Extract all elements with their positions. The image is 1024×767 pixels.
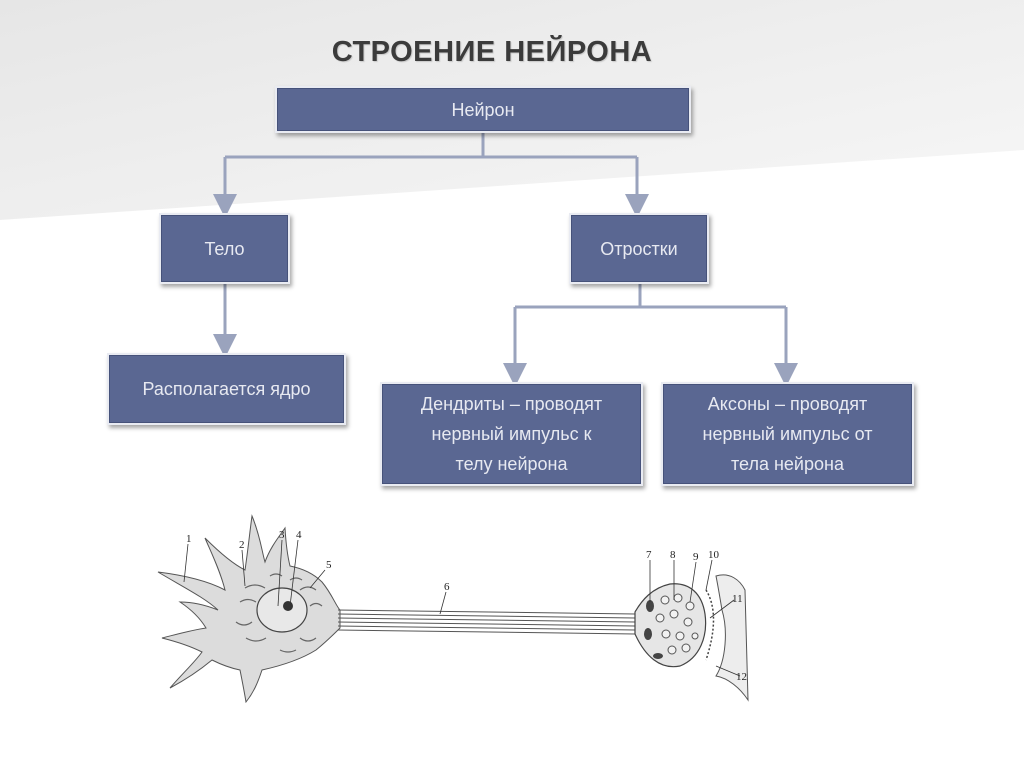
node-dendrites: Дендриты – проводят нервный импульс к те… bbox=[380, 382, 643, 486]
neuron-cell-body bbox=[157, 514, 341, 704]
node-axons-line-1: Аксоны – проводят bbox=[707, 394, 868, 414]
illustration-label-8: 8 bbox=[670, 549, 676, 561]
node-axons-line-3: тела нейрона bbox=[731, 454, 844, 474]
synaptic-vesicles bbox=[655, 593, 699, 655]
node-dendrites-line-3: телу нейрона bbox=[455, 454, 568, 474]
node-neuron-label: Нейрон bbox=[451, 99, 515, 120]
node-axons: Аксоны – проводят нервный импульс от тел… bbox=[661, 382, 914, 486]
postsynaptic-cell bbox=[715, 574, 749, 702]
node-nucleus: Располагается ядро bbox=[107, 353, 346, 425]
neuron-axon-terminal bbox=[634, 583, 707, 668]
node-dendrites-line-2: нервный импульс к bbox=[431, 424, 592, 444]
node-dendrites-line-1: Дендриты – проводят bbox=[420, 394, 603, 414]
neuron-axon bbox=[337, 609, 636, 635]
node-body: Тело bbox=[159, 213, 290, 284]
neuron-nucleolus bbox=[283, 601, 293, 611]
connector-root-split bbox=[225, 132, 637, 159]
illustration-label-4: 4 bbox=[296, 529, 302, 541]
illustration-label-12: 12 bbox=[736, 671, 747, 683]
illustration-label-10: 10 bbox=[708, 549, 720, 561]
connector-processes-split bbox=[515, 283, 786, 309]
node-body-label: Тело bbox=[204, 238, 245, 259]
synaptic-cleft bbox=[705, 589, 715, 661]
node-nucleus-label: Располагается ядро bbox=[142, 379, 311, 399]
node-neuron: Нейрон bbox=[275, 86, 691, 133]
illustration-label-1: 1 bbox=[186, 533, 192, 545]
illustration-label-6: 6 bbox=[444, 581, 450, 593]
node-processes-label: Отростки bbox=[600, 238, 678, 259]
neuron-nucleus bbox=[256, 587, 308, 633]
illustration-label-2: 2 bbox=[239, 539, 245, 551]
illustration-label-7: 7 bbox=[646, 549, 652, 561]
page-title: СТРОЕНИЕ НЕЙРОНА bbox=[331, 36, 653, 68]
illustration-label-11: 11 bbox=[732, 593, 743, 605]
illustration-label-3: 3 bbox=[279, 529, 285, 541]
node-processes: Отростки bbox=[569, 213, 709, 284]
illustration-label-9: 9 bbox=[693, 551, 699, 563]
neuron-illustration: 1 2 3 4 5 6 7 8 9 10 11 12 bbox=[157, 514, 749, 704]
illustration-label-5: 5 bbox=[326, 559, 332, 571]
node-axons-line-2: нервный импульс от bbox=[702, 424, 873, 444]
